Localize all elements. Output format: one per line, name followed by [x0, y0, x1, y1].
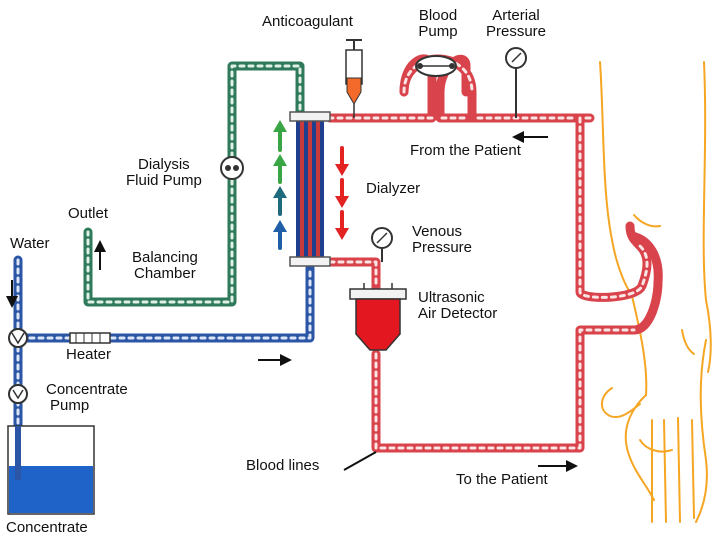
water-valve: [8, 328, 28, 348]
balancing-chamber-label-line2: Chamber: [134, 265, 196, 282]
blood-pump-label-line2: Pump: [418, 23, 458, 40]
concentrate-pump-label-line2: Pump: [50, 397, 90, 414]
outlet-label: Outlet: [68, 205, 109, 222]
air-detector-label-line2: Air Detector: [418, 305, 498, 322]
concentrate-tank: [7, 425, 95, 515]
concentrate-pump: [8, 384, 28, 404]
concentrate-label: Concentrate: [6, 519, 88, 536]
air-detector-label-line1: Ultrasonic: [418, 289, 485, 306]
venous-pressure-gauge: [371, 227, 393, 262]
water-label: Water: [10, 235, 50, 252]
heater: [69, 332, 111, 344]
arterial-pressure-gauge: [505, 47, 527, 118]
venous-pressure-label-line1: Venous: [412, 223, 463, 240]
heater-label: Heater: [66, 346, 112, 363]
dialysis-fluid-pump-label-line2: Fluid Pump: [126, 172, 202, 189]
dialysis-fluid-pump-label-line1: Dialysis: [138, 156, 190, 173]
patient-line: [575, 113, 652, 302]
from-patient-label: From the Patient: [410, 142, 521, 159]
anticoagulant-label: Anticoagulant: [262, 13, 353, 30]
venous-pressure-label-line2: Pressure: [412, 239, 473, 256]
blood-lines-label: Blood lines: [246, 457, 320, 474]
air-detector: [349, 283, 407, 351]
dialysate-flow-arrows: [273, 120, 287, 250]
flow-direction-arrows: [6, 131, 578, 472]
blood-pump-label-line1: Blood: [418, 7, 458, 24]
arterial-pressure-label-line1: Arterial: [492, 7, 540, 24]
blood-pump: [415, 55, 457, 77]
dialysis-fluid-pump: [220, 156, 244, 180]
anticoagulant-syringe: [345, 39, 363, 118]
dialyzer-label: Dialyzer: [366, 180, 421, 197]
concentrate-pump-label-line1: Concentrate: [46, 381, 128, 398]
to-patient-label: To the Patient: [456, 471, 548, 488]
arterial-pressure-label-line2: Pressure: [485, 23, 547, 40]
balancing-chamber-label-line1: Balancing: [132, 249, 198, 266]
dialyzer: [289, 111, 331, 267]
blood-flow-arrows: [335, 146, 349, 240]
hand-outline: [599, 61, 712, 523]
